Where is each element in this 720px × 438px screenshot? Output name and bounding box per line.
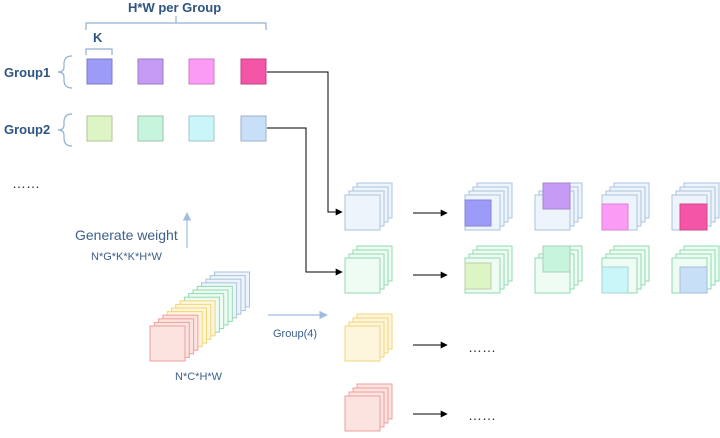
group1-brace bbox=[57, 55, 73, 89]
group1-kernel bbox=[137, 58, 164, 85]
kernel-window bbox=[679, 203, 708, 231]
group-stack-layer bbox=[344, 194, 381, 231]
group1-connector bbox=[267, 71, 343, 216]
hw-per-group-label: H*W per Group bbox=[128, 0, 222, 15]
group2-kernel bbox=[137, 115, 164, 142]
generate-weight-label: Generate weight bbox=[75, 227, 178, 243]
input-tensor-stack bbox=[149, 271, 250, 362]
group-stack-layer bbox=[344, 257, 381, 294]
group2-kernel bbox=[188, 115, 215, 142]
more-groups-ellipsis: …… bbox=[12, 175, 40, 191]
group-count-label: Group(4) bbox=[273, 328, 318, 340]
weight-shape-label: N*G*K*K*H*W bbox=[91, 251, 162, 263]
group1-kernel bbox=[240, 58, 267, 85]
group1-kernel bbox=[86, 58, 113, 85]
group-stacks bbox=[344, 182, 393, 432]
kernel-window bbox=[542, 182, 571, 210]
row-arrows bbox=[413, 209, 448, 418]
kernel-window bbox=[601, 266, 629, 294]
group2-kernel bbox=[86, 115, 113, 142]
group2-connector bbox=[267, 127, 343, 276]
row3-ellipsis: …… bbox=[468, 339, 496, 355]
hw-brace bbox=[85, 16, 267, 30]
kernel-window bbox=[601, 203, 629, 231]
kernel-window bbox=[464, 199, 492, 227]
group1-label: Group1 bbox=[4, 65, 51, 80]
group2-kernels bbox=[86, 115, 267, 142]
group-stack-layer bbox=[344, 325, 381, 362]
input-shape-label: N*C*H*W bbox=[175, 371, 223, 383]
kernel-window bbox=[542, 245, 571, 273]
kernel-window bbox=[679, 266, 708, 294]
k-label: K bbox=[93, 30, 103, 45]
group2-brace bbox=[57, 113, 73, 147]
kernel-window bbox=[464, 262, 492, 290]
output-stacks bbox=[464, 182, 720, 294]
group2-label: Group2 bbox=[4, 122, 51, 137]
row4-ellipsis: …… bbox=[468, 407, 496, 423]
group2-kernel bbox=[240, 115, 267, 142]
group1-kernels bbox=[86, 58, 267, 85]
k-brace bbox=[85, 48, 113, 55]
group-stack-layer bbox=[344, 395, 381, 432]
group1-kernel bbox=[188, 58, 215, 85]
input-channel bbox=[149, 325, 186, 362]
